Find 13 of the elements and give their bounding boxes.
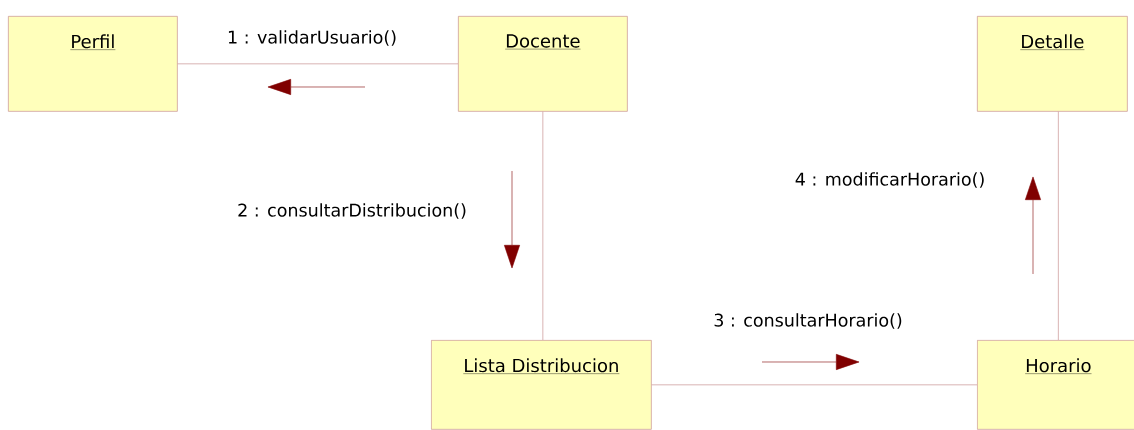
object-box: Docente [458,16,628,112]
edge-label: 2 : consultarDistribucion() [238,203,466,219]
edge-label: 4 : modificarHorario() [795,172,984,188]
object-box: Horario [977,340,1134,430]
link-line [177,63,459,65]
link-line [1058,111,1059,341]
edge-label: 3 : consultarHorario() [714,313,902,329]
object-box: Lista Distribucion [431,340,652,430]
edge-label: 1 : validarUsuario() [228,30,396,46]
object-box: Perfil [8,16,178,112]
link-line [542,111,544,341]
object-box: Detalle [977,16,1128,112]
link-line [651,384,978,386]
